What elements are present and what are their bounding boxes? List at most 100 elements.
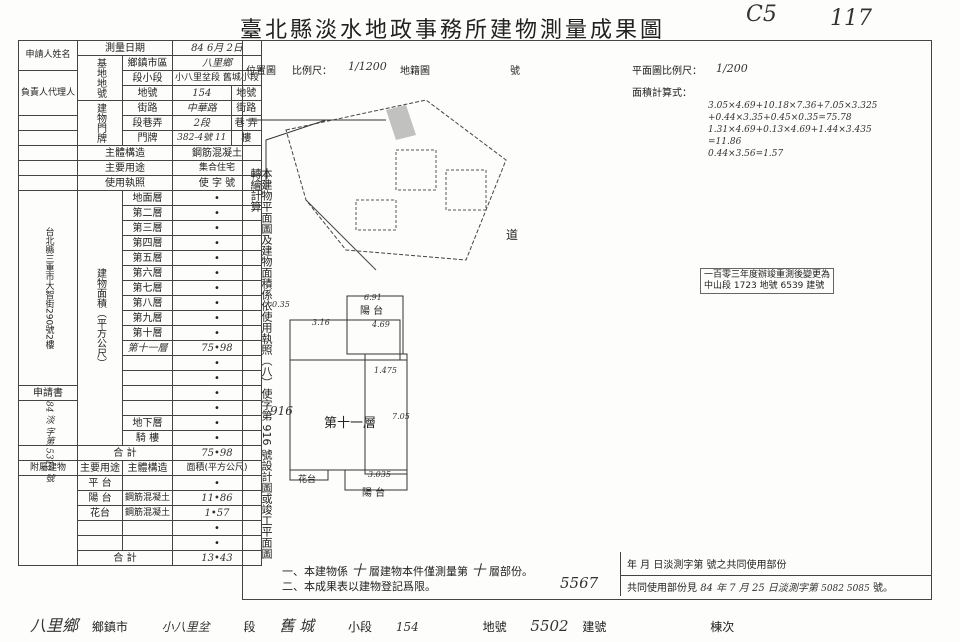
- annex-use: 花台: [77, 505, 124, 521]
- balcony-label: 陽 台: [360, 306, 384, 317]
- footer-section-label: 段: [243, 620, 256, 634]
- map-line: [265, 119, 327, 190]
- apply-no: 84 淡 字第 5310 號: [17, 400, 79, 483]
- annex-struct: [122, 535, 174, 551]
- calc-line: 1.31×4.69+0.13×4.69+1.44×3.435: [708, 125, 872, 135]
- floor-name: 第二層: [122, 205, 174, 221]
- applicant-label: 申請人姓名: [17, 40, 79, 71]
- location-scale-value: 1/1200: [348, 60, 387, 73]
- building-outlines: [355, 149, 487, 231]
- footer-subsection-label: 小段: [347, 620, 372, 634]
- calc-label: 面積計算式：: [632, 88, 692, 99]
- calc-line: =11.86: [708, 137, 742, 147]
- annex-header: 附屬建物: [17, 460, 79, 476]
- floor-name: 地面層: [122, 190, 174, 206]
- street-value: 中華路: [172, 100, 232, 116]
- floor-name: [122, 355, 174, 371]
- floor-name: [122, 400, 174, 416]
- annex-header: 主要用途: [77, 460, 124, 476]
- floor-name: [122, 385, 174, 401]
- planter-label: 花台: [298, 475, 317, 485]
- road-line: [305, 199, 377, 271]
- license-no-hand: 916: [270, 404, 293, 418]
- common-use-box: 年 月 日淡測字第 號之共同使用部份 共同使用部份見 84 年 7 月 25 日…: [620, 552, 931, 596]
- annex-total-value: 13•43: [172, 550, 262, 566]
- annex-use: [77, 520, 124, 536]
- dim-label: 6.91: [364, 293, 382, 302]
- plan-scale-value: 1/200: [716, 62, 748, 75]
- calc-line: 3.05×4.69+10.18×7.36+7.05×3.325: [708, 101, 878, 111]
- footer-subsection: 舊 城: [279, 617, 315, 635]
- floor-name: 第六層: [122, 265, 174, 281]
- footer-section: 小八里坌: [161, 620, 210, 634]
- lane-value: 2段: [172, 115, 232, 131]
- cadastral-map-label: 地籍圖: [400, 66, 430, 77]
- corner-code: C5: [746, 2, 777, 27]
- rep-label: 負責人代理人: [17, 70, 79, 116]
- dim-label: 4.69: [372, 320, 390, 329]
- document-title: 臺北縣淡水地政事務所建物測量成果圖: [240, 18, 666, 43]
- footer-land-no: 154: [395, 620, 419, 634]
- door-no-label: 門牌: [122, 130, 174, 146]
- annex-header: 主體構造: [122, 460, 174, 476]
- footer-town-label: 鄉鎮市: [91, 620, 128, 634]
- corner-number: 117: [830, 6, 872, 31]
- footer: 八里鄉 鄉鎮市 小八里坌 段 舊 城 小段 154 地號 5502 建號 棟次: [30, 612, 930, 636]
- note-line-1: 一、本建物係 十 層建物本件僅測量第 十 層部份。: [282, 563, 533, 579]
- floor-name: 第八層: [122, 295, 174, 311]
- lane-label: 段巷弄: [122, 115, 174, 131]
- door-no-value: 382-4號 11: [172, 130, 232, 146]
- calc-line: 0.44×3.56=1.57: [708, 149, 784, 159]
- vertical-note: 本建物平面圖及建物面積係依使用執照（八）使字第 916 號設計圖或竣工平面圖轉繪…: [249, 168, 273, 559]
- footer-build-no: 5502: [530, 617, 569, 635]
- floor-name: [122, 370, 174, 386]
- stamp-number: 5567: [560, 574, 599, 592]
- annex-struct: [122, 520, 174, 536]
- location-scale-label: 比例尺：: [292, 66, 332, 77]
- street-suffix: 街路: [230, 100, 262, 116]
- structure-label: 主體構造: [77, 145, 174, 161]
- floor-name: 第三層: [122, 220, 174, 236]
- floor-name: 第十一層: [122, 340, 174, 356]
- footer-town: 八里鄉: [30, 616, 79, 635]
- build-area-label: 建物面積（平方公尺）: [77, 190, 124, 446]
- resurvey-note: 一百零三年度辦竣重測後變更為 中山段 1723 地號 6539 建號: [700, 268, 835, 294]
- town-label: 鄉鎮市區: [122, 55, 174, 71]
- apply-doc-label: 申請書: [17, 385, 79, 401]
- floor-name: 第九層: [122, 310, 174, 326]
- planter-outline: [289, 469, 329, 481]
- annex-use: 平 台: [77, 475, 124, 491]
- footer-floor-label: 棟次: [710, 620, 735, 634]
- common-use-line-1: 年 月 日淡測字第 號之共同使用部份: [621, 552, 931, 576]
- location-label: 位置圖: [246, 66, 276, 77]
- annex-total-label: 合 計: [77, 550, 174, 566]
- land-no-label: 地號: [122, 85, 174, 101]
- map-no-label: 號: [510, 66, 520, 77]
- dim-label: 1.475: [374, 366, 397, 375]
- common-use-line-2: 共同使用部份見 84 年 7 月 25 日淡測字第 5082 5085 號。: [627, 583, 893, 594]
- calc-line: +0.44×3.35+0.45×0.35=75.78: [708, 113, 852, 123]
- plan-scale-label: 平面圖比例尺：: [632, 66, 702, 77]
- location-map: [246, 99, 507, 271]
- dim-label: 3.035: [368, 470, 391, 479]
- annex-use: [77, 535, 124, 551]
- annex-struct: [122, 475, 174, 491]
- section-label: 段小段: [122, 70, 174, 86]
- floor-name: 第七層: [122, 280, 174, 296]
- floor-name: 第五層: [122, 250, 174, 266]
- application-form: 申請人姓名 測量日期 84 6月 2日 基地地號 鄉鎮市區 八里鄉 負責人代理人…: [17, 40, 262, 566]
- door-label: 建物門牌: [77, 100, 124, 146]
- dim-label: 3.16: [312, 318, 330, 327]
- annex-use: 陽 台: [77, 490, 124, 506]
- street-label: 街路: [122, 100, 174, 116]
- floor-name: 地下層: [122, 415, 174, 431]
- road-label: 道: [506, 228, 519, 242]
- floor-name: 第四層: [122, 235, 174, 251]
- floor-name: 騎 樓: [122, 430, 174, 446]
- resurvey-note-line: 中山段 1723 地號 6539 建號: [704, 281, 825, 291]
- subject-parcel: [386, 105, 416, 140]
- annex-struct: 鋼筋混凝土: [122, 505, 174, 521]
- footer-land-label: 地號: [482, 620, 507, 634]
- footer-build-label: 建號: [582, 620, 607, 634]
- license-label: 使用執照: [77, 175, 174, 191]
